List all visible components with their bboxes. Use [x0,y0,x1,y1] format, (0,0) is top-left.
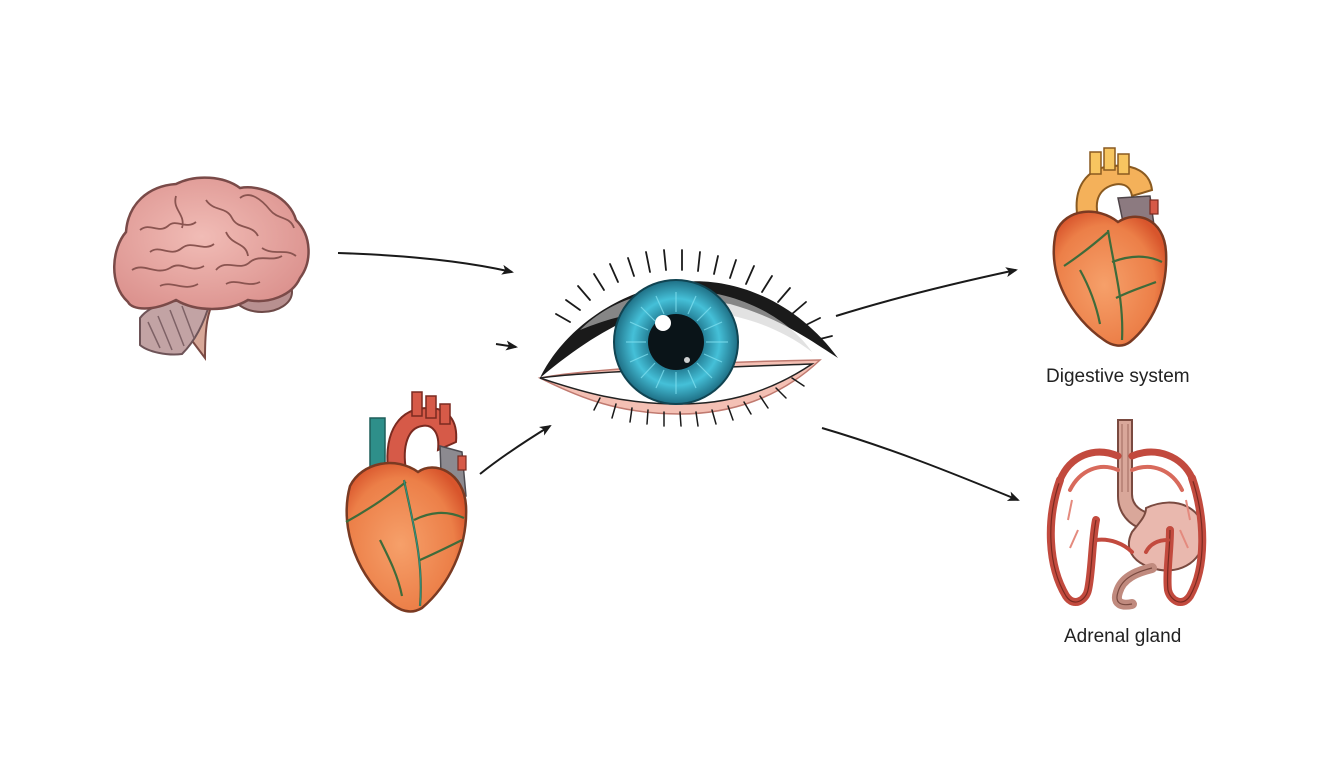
arrow-heart-to-eye [479,424,552,475]
heart-icon [345,391,468,613]
arrow-eye-to-digestive [821,427,1020,501]
digestive-organs-icon [1046,419,1207,610]
heart-icon [1052,147,1168,347]
brain-icon [113,176,310,361]
label-digestive-system: Digestive system [1046,366,1190,387]
arrow-small-to-eye [495,340,518,351]
arrows [337,252,1020,501]
arrow-brain-to-eye [337,252,514,275]
eye-icon [537,249,838,427]
label-adrenal-gland: Adrenal gland [1064,626,1182,647]
arrow-eye-to-heart [835,267,1018,317]
